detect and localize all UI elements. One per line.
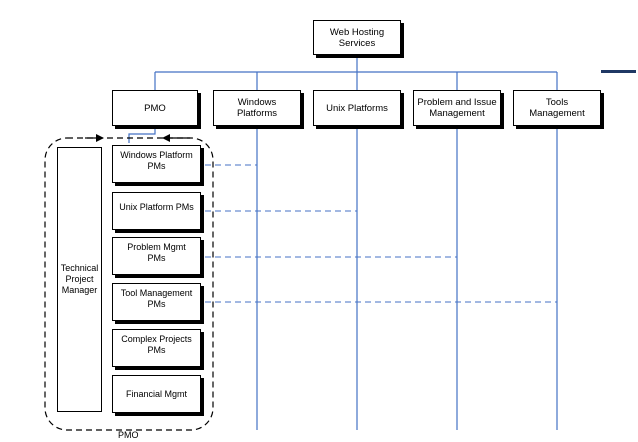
root-node: Web Hosting Services [313,20,401,55]
windows-platforms-node: Windows Platforms [213,90,301,126]
complex-projects-pms-node: Complex Projects PMs [112,329,201,367]
problem-mgmt-pms-node: Problem Mgmt PMs [112,237,201,275]
pmo-node: PMO [112,90,198,126]
tools-management-node: Tools Management [513,90,601,126]
financial-mgmt-node: Financial Mgmt [112,375,201,413]
technical-project-manager-box: Technical Project Manager [57,147,102,412]
pmo-group-caption: PMO [118,430,139,440]
accent-bar [601,70,636,73]
problem-issue-management-node: Problem and Issue Management [413,90,501,126]
tool-management-pms-node: Tool Management PMs [112,283,201,321]
unix-platform-pms-node: Unix Platform PMs [112,192,201,230]
unix-platforms-node: Unix Platforms [313,90,401,126]
windows-platform-pms-node: Windows Platform PMs [112,145,201,183]
